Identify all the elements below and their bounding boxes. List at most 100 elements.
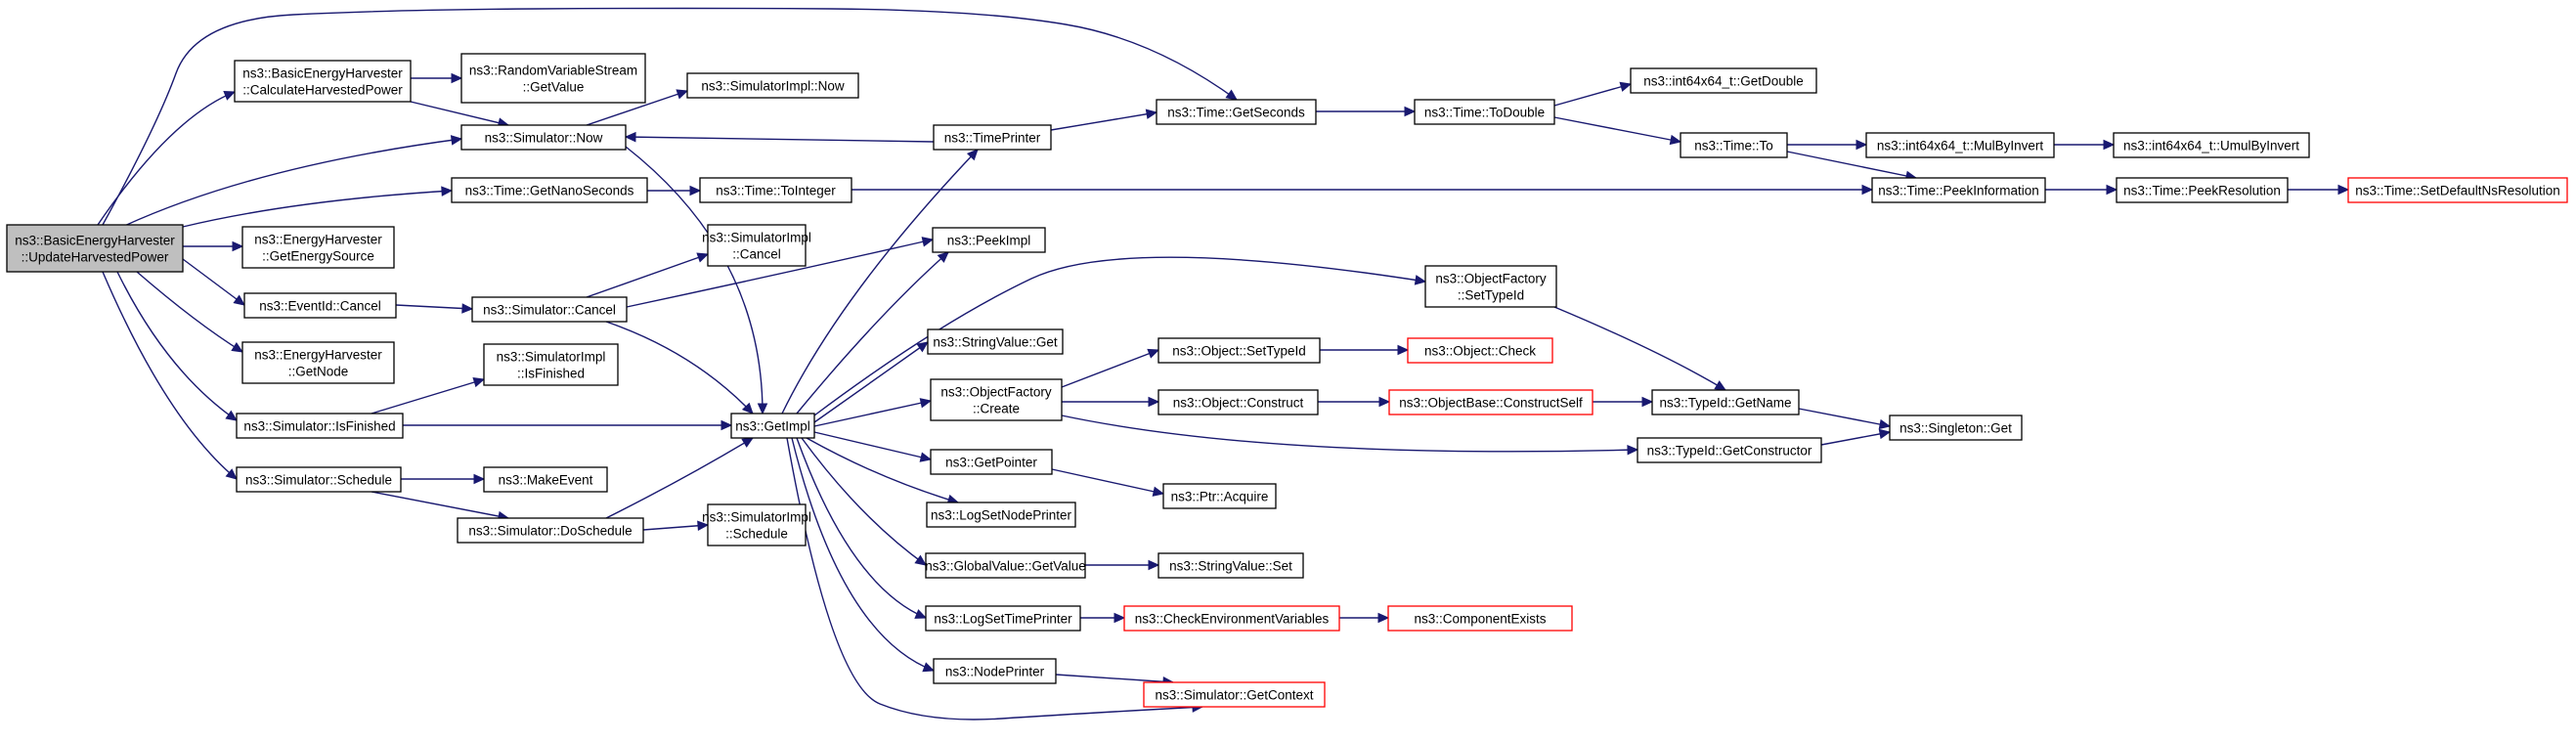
node-peek-information[interactable]: ns3::Time::PeekInformation bbox=[1871, 177, 2046, 203]
node-umul-by-invert[interactable]: ns3::int64x64_t::UmulByInvert bbox=[2113, 132, 2310, 158]
arrowhead bbox=[2103, 139, 2116, 151]
node-check-env-vars[interactable]: ns3::CheckEnvironmentVariables bbox=[1123, 605, 1340, 632]
node-eh-get-node[interactable]: ns3::EnergyHarvester::GetNode bbox=[241, 341, 395, 384]
node-time-printer[interactable]: ns3::TimePrinter bbox=[933, 124, 1052, 151]
node-singleton-get[interactable]: ns3::Singleton::Get bbox=[1889, 415, 2023, 441]
node-log-set-time-printer[interactable]: ns3::LogSetTimePrinter bbox=[925, 605, 1081, 632]
node-string-value-get[interactable]: ns3::StringValue::Get bbox=[927, 328, 1064, 355]
edge-type-id-get-name-to-singleton-get bbox=[1798, 408, 1892, 430]
node-label: ::GetEnergySource bbox=[262, 249, 374, 264]
edge-to-integer-to-peek-information bbox=[851, 184, 1874, 196]
node-label: ns3::GetImpl bbox=[735, 419, 810, 434]
node-label: ns3::ComponentExists bbox=[1414, 612, 1546, 627]
node-sim-get-context[interactable]: ns3::Simulator::GetContext bbox=[1143, 681, 1326, 708]
node-type-id-get-name[interactable]: ns3::TypeId::GetName bbox=[1651, 389, 1800, 415]
edge-sim-cancel-to-get-impl bbox=[605, 321, 754, 415]
edges-layer bbox=[97, 7, 2350, 720]
node-label: ns3::CheckEnvironmentVariables bbox=[1135, 612, 1330, 627]
node-label: ::SetTypeId bbox=[1458, 288, 1524, 303]
node-make-event[interactable]: ns3::MakeEvent bbox=[483, 466, 608, 493]
node-sim-impl-is-finished[interactable]: ns3::SimulatorImpl::IsFinished bbox=[483, 343, 619, 386]
node-eh-get-energy-source[interactable]: ns3::EnergyHarvester::GetEnergySource bbox=[241, 226, 395, 269]
edge-gv-get-value-to-string-value-set bbox=[1085, 559, 1160, 571]
edge-root-to-get-seconds bbox=[102, 7, 1238, 226]
arrowhead bbox=[921, 237, 935, 247]
node-sim-now[interactable]: ns3::Simulator::Now bbox=[460, 124, 627, 151]
arrowhead bbox=[689, 185, 702, 196]
node-get-pointer[interactable]: ns3::GetPointer bbox=[930, 449, 1053, 475]
node-type-id-get-constructor[interactable]: ns3::TypeId::GetConstructor bbox=[1637, 437, 1822, 463]
node-label: ::Cancel bbox=[732, 247, 781, 262]
node-sim-impl-now[interactable]: ns3::SimulatorImpl::Now bbox=[686, 72, 859, 99]
node-label: ns3::StringValue::Set bbox=[1169, 559, 1292, 574]
node-of-set-type-id[interactable]: ns3::ObjectFactory::SetTypeId bbox=[1424, 265, 1557, 308]
node-box bbox=[2347, 177, 2568, 203]
node-of-create[interactable]: ns3::ObjectFactory::Create bbox=[930, 378, 1063, 421]
node-sim-cancel[interactable]: ns3::Simulator::Cancel bbox=[471, 296, 628, 323]
node-log-set-node-printer[interactable]: ns3::LogSetNodePrinter bbox=[926, 502, 1076, 528]
node-box bbox=[1387, 605, 1573, 632]
node-obj-base-construct-self[interactable]: ns3::ObjectBase::ConstructSelf bbox=[1388, 389, 1594, 415]
arrowhead bbox=[461, 303, 474, 314]
edge-root-to-sim-schedule bbox=[102, 271, 238, 480]
node-time-to[interactable]: ns3::Time::To bbox=[1680, 132, 1788, 158]
edge-sim-now-to-sim-impl-now bbox=[586, 89, 689, 126]
node-peek-impl[interactable]: ns3::PeekImpl bbox=[932, 227, 1046, 253]
node-calc-power[interactable]: ns3::BasicEnergyHarvester::CalculateHarv… bbox=[234, 60, 412, 103]
arrowhead bbox=[233, 294, 245, 306]
node-label: ns3::int64x64_t::GetDouble bbox=[1643, 74, 1804, 89]
node-get-seconds[interactable]: ns3::Time::GetSeconds bbox=[1156, 99, 1317, 125]
node-sim-impl-schedule[interactable]: ns3::SimulatorImpl::Schedule bbox=[702, 503, 811, 546]
node-box bbox=[699, 177, 852, 203]
node-obj-construct[interactable]: ns3::Object::Construct bbox=[1157, 389, 1319, 415]
arrowhead bbox=[231, 341, 244, 353]
node-label: ns3::Time::SetDefaultNsResolution bbox=[2355, 184, 2560, 198]
edge-obj-base-construct-self-to-type-id-get-name bbox=[1593, 396, 1654, 408]
edge-of-create-to-type-id-get-constructor bbox=[1061, 415, 1639, 456]
edge-to-double-to-time-to bbox=[1553, 116, 1682, 146]
node-label: ns3::Time::GetNanoSeconds bbox=[465, 184, 634, 198]
node-to-integer[interactable]: ns3::Time::ToInteger bbox=[699, 177, 852, 203]
node-box bbox=[471, 296, 628, 323]
edge-sim-is-finished-to-sim-impl-is-finished bbox=[371, 377, 486, 415]
node-rvs-get-value[interactable]: ns3::RandomVariableStream::GetValue bbox=[460, 53, 646, 104]
node-label: ns3::RandomVariableStream bbox=[469, 64, 637, 78]
node-sim-impl-cancel[interactable]: ns3::SimulatorImpl::Cancel bbox=[702, 224, 811, 267]
node-label: ns3::TypeId::GetConstructor bbox=[1647, 444, 1812, 458]
node-get-nano[interactable]: ns3::Time::GetNanoSeconds bbox=[451, 177, 648, 203]
node-label: ns3::Time::ToInteger bbox=[716, 184, 836, 198]
edge-get-nano-to-to-integer bbox=[647, 185, 702, 196]
node-label: ns3::StringValue::Get bbox=[933, 335, 1058, 350]
edge-root-to-eh-get-energy-source bbox=[183, 240, 244, 252]
node-sim-schedule[interactable]: ns3::Simulator::Schedule bbox=[236, 466, 402, 493]
node-to-double[interactable]: ns3::Time::ToDouble bbox=[1414, 99, 1555, 125]
node-gv-get-value[interactable]: ns3::GlobalValue::GetValue bbox=[925, 552, 1086, 579]
node-label: ns3::Simulator::DoSchedule bbox=[468, 524, 632, 539]
arrowhead bbox=[1861, 184, 1874, 196]
node-component-exists[interactable]: ns3::ComponentExists bbox=[1387, 605, 1573, 632]
node-i64get-double[interactable]: ns3::int64x64_t::GetDouble bbox=[1630, 67, 1817, 94]
node-label: ns3::GetPointer bbox=[945, 456, 1037, 470]
node-root[interactable]: ns3::BasicEnergyHarvester::UpdateHarvest… bbox=[6, 224, 184, 273]
node-node-printer[interactable]: ns3::NodePrinter bbox=[933, 658, 1057, 684]
node-box bbox=[707, 503, 807, 546]
node-mul-by-invert[interactable]: ns3::int64x64_t::MulByInvert bbox=[1865, 132, 2055, 158]
node-peek-resolution[interactable]: ns3::Time::PeekResolution bbox=[2116, 177, 2289, 203]
arrowhead bbox=[225, 410, 239, 421]
node-get-impl[interactable]: ns3::GetImpl bbox=[730, 413, 815, 439]
edge-mul-by-invert-to-umul-by-invert bbox=[2054, 139, 2116, 151]
node-label: ns3::TimePrinter bbox=[944, 131, 1041, 146]
node-set-default-ns[interactable]: ns3::Time::SetDefaultNsResolution bbox=[2347, 177, 2568, 203]
node-ptr-acquire[interactable]: ns3::Ptr::Acquire bbox=[1162, 483, 1277, 509]
arrowhead bbox=[919, 398, 933, 409]
node-obj-set-type-id[interactable]: ns3::Object::SetTypeId bbox=[1157, 337, 1321, 364]
node-obj-check[interactable]: ns3::Object::Check bbox=[1407, 337, 1553, 364]
node-do-schedule[interactable]: ns3::Simulator::DoSchedule bbox=[457, 517, 644, 544]
node-label: ::Schedule bbox=[725, 527, 788, 542]
node-sim-is-finished[interactable]: ns3::Simulator::IsFinished bbox=[236, 413, 404, 439]
arrowhead bbox=[757, 403, 768, 415]
node-event-cancel[interactable]: ns3::EventId::Cancel bbox=[243, 292, 397, 319]
node-label: ns3::MakeEvent bbox=[499, 473, 593, 488]
node-string-value-set[interactable]: ns3::StringValue::Set bbox=[1157, 552, 1304, 579]
